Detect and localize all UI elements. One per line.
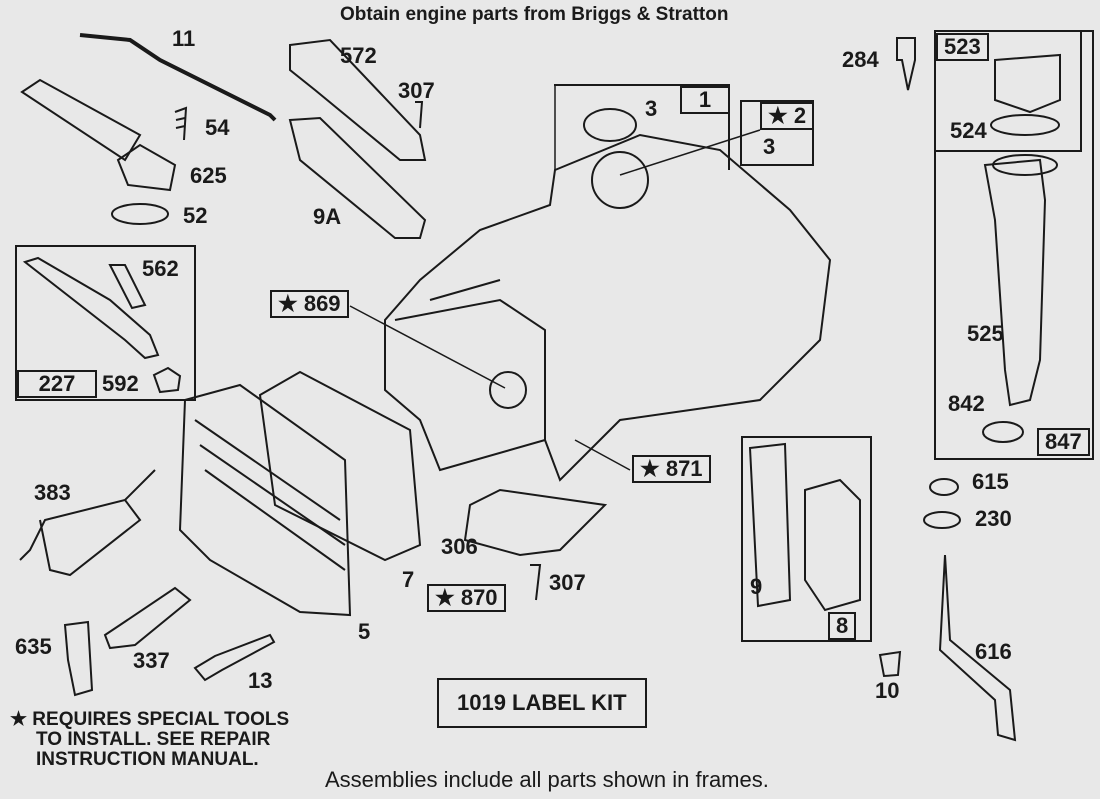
special-tools-note-line3: INSTRUCTION MANUAL. <box>36 749 259 770</box>
part-307-screw-top <box>415 101 424 129</box>
label-307-top: 307 <box>398 78 435 103</box>
label-616: 616 <box>975 639 1012 664</box>
part-307-screw-bottom <box>530 564 542 601</box>
label-635: 635 <box>15 634 52 659</box>
label-3-frame: 3 <box>763 134 776 159</box>
part-592-nut <box>152 366 182 394</box>
label-625: 625 <box>190 163 227 188</box>
leader-2 <box>619 129 761 176</box>
label-9: 9 <box>750 574 763 599</box>
label-572: 572 <box>340 43 377 68</box>
part-562-bolt <box>108 264 147 310</box>
part-525-ring <box>992 154 1058 176</box>
tag-871[interactable]: ★ 871 <box>632 455 711 483</box>
special-tools-note-line1: ★ REQUIRES SPECIAL TOOLS <box>10 709 290 730</box>
label-383: 383 <box>34 480 71 505</box>
frame-227 <box>15 245 196 401</box>
label-592: 592 <box>102 371 139 396</box>
tag-1[interactable]: 1 <box>680 86 730 114</box>
label-11: 11 <box>172 26 196 51</box>
label-5: 5 <box>358 619 371 644</box>
label-284: 284 <box>842 47 879 72</box>
frame-523-524 <box>934 30 1082 152</box>
part-625-clamp <box>116 143 177 192</box>
label-54: 54 <box>205 115 230 140</box>
part-616-link <box>938 554 1017 742</box>
part-615-grommet <box>929 478 959 496</box>
tag-8[interactable]: 8 <box>828 612 857 640</box>
frame-engine-block-1 <box>554 84 730 170</box>
tag-847[interactable]: 847 <box>1037 428 1090 456</box>
label-337: 337 <box>133 648 170 673</box>
part-523-cap <box>994 53 1061 114</box>
label-3-seal: 3 <box>645 96 658 121</box>
part-842-oring <box>982 421 1024 443</box>
leader-871 <box>574 439 631 471</box>
part-5-cylinder-head <box>178 383 352 617</box>
part-625-tube <box>20 78 142 162</box>
footer-note: Assemblies include all parts shown in fr… <box>325 767 769 792</box>
label-9a: 9A <box>313 204 342 229</box>
part-block-bore <box>489 371 527 409</box>
frame-8 <box>741 436 872 642</box>
part-3-seal <box>583 108 637 142</box>
label-307-bottom: 307 <box>549 570 586 595</box>
part-306-plate <box>463 488 608 557</box>
special-tools-note-line2: TO INSTALL. SEE REPAIR <box>36 729 271 750</box>
label-7: 7 <box>402 567 415 592</box>
label-562: 562 <box>142 256 179 281</box>
tag-227[interactable]: 227 <box>17 370 97 398</box>
part-635-boot <box>63 620 94 697</box>
part-572-gasket <box>289 38 427 161</box>
leader-869 <box>349 305 506 389</box>
part-227-lever <box>22 256 160 360</box>
label-524: 524 <box>950 118 987 143</box>
label-10: 10 <box>875 678 900 703</box>
label-kit-button[interactable]: 1019 LABEL KIT <box>437 678 647 728</box>
part-284-bolt <box>896 37 916 91</box>
label-306: 306 <box>441 534 478 559</box>
part-10-screw <box>878 650 902 678</box>
label-842: 842 <box>948 391 985 416</box>
tag-870[interactable]: ★ 870 <box>427 584 506 612</box>
label-525: 525 <box>967 321 1004 346</box>
part-9a-gasket <box>288 116 427 239</box>
tag-869[interactable]: ★ 869 <box>270 290 349 318</box>
part-engine-block <box>384 133 832 482</box>
part-52-gasket <box>111 203 169 225</box>
part-524-seal <box>990 114 1060 136</box>
tag-523[interactable]: 523 <box>936 33 989 61</box>
part-5-fins <box>194 419 346 571</box>
part-383-tool <box>19 469 156 577</box>
part-230-washer <box>923 511 961 529</box>
label-13: 13 <box>248 668 273 693</box>
label-615: 615 <box>972 469 1009 494</box>
part-13-bolt <box>193 633 276 682</box>
part-54-screw <box>174 106 188 141</box>
part-11-rod <box>79 33 277 122</box>
part-7-head-gasket <box>258 370 422 562</box>
label-230: 230 <box>975 506 1012 531</box>
tag-2[interactable]: ★ 2 <box>760 102 815 130</box>
part-block-bearing <box>591 151 649 209</box>
part-block-cylinder <box>394 279 546 440</box>
part-9-gasket <box>748 442 792 608</box>
part-337-spark-plug <box>103 586 192 650</box>
label-52: 52 <box>183 203 208 228</box>
part-8-cover <box>804 478 861 612</box>
page-title: Obtain engine parts from Briggs & Stratt… <box>340 4 729 25</box>
frame-2-3 <box>740 100 814 166</box>
